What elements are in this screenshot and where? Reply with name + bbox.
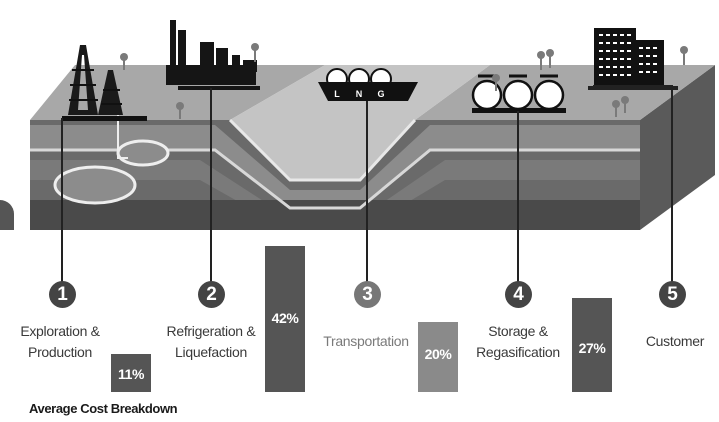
chart-title: Average Cost Breakdown <box>29 401 178 416</box>
step-number-1: 1 <box>49 281 76 308</box>
sea-shore-line <box>228 118 417 182</box>
stage-label-line: Customer <box>645 333 705 349</box>
step-number-3: 3 <box>354 281 381 308</box>
stage-label-exploration-production: Exploration & Production <box>10 321 110 363</box>
tree-icons <box>120 43 688 119</box>
stage-label-line: Refrigeration & <box>166 323 256 339</box>
customer-buildings-icon <box>588 28 678 90</box>
stage-label-line: Transportation <box>323 333 409 349</box>
stage-label-customer: Customer <box>633 331 717 352</box>
cost-bar-transportation: 20% <box>418 322 458 392</box>
step-number-4: 4 <box>505 281 532 308</box>
cost-bar-storage-regasification: 27% <box>572 298 612 392</box>
stage-label-line: Storage & <box>488 323 548 339</box>
stratum-band <box>30 125 640 208</box>
liquefaction-plant-icon <box>166 20 260 90</box>
bar-value-label: 20% <box>424 346 452 362</box>
ship-letter: N <box>356 89 363 99</box>
ship-letter: G <box>377 89 384 99</box>
reservoir-ellipse <box>53 165 137 205</box>
stage-label-line: Exploration & <box>20 323 100 339</box>
stratum-band <box>30 200 640 230</box>
sea-channel <box>230 65 490 180</box>
storage-tanks-icon <box>471 74 566 113</box>
well-pipe <box>117 110 128 159</box>
pointer-lines <box>61 85 673 282</box>
stratum-band <box>30 160 640 228</box>
bar-value-label: 27% <box>578 340 606 356</box>
bar-value-label: 42% <box>271 310 299 326</box>
cost-bar-exploration-production: 11% <box>111 354 151 392</box>
step-number-5: 5 <box>659 281 686 308</box>
step-number-2: 2 <box>198 281 225 308</box>
stage-label-refrigeration-liquefaction: Refrigeration & Liquefaction <box>152 321 270 363</box>
stage-label-line: Liquefaction <box>175 344 247 360</box>
stage-label-line: Regasification <box>476 344 560 360</box>
bar-value-label: 11% <box>117 366 145 382</box>
landscape-illustration: L N G <box>0 20 715 282</box>
stage-label-line: Production <box>28 344 92 360</box>
drilling-rig-icon <box>62 45 147 121</box>
stage-label-storage-regasification: Storage & Regasification <box>462 321 574 363</box>
ship-letter: L <box>334 89 340 99</box>
stage-label-transportation: Transportation <box>310 331 422 352</box>
block-left-edge <box>0 200 14 230</box>
cost-bar-refrigeration-liquefaction: 42% <box>265 246 305 392</box>
stratum-line <box>30 148 640 210</box>
lng-carrier-ship-icon: L N G <box>318 68 418 101</box>
reservoir-ellipse <box>116 139 170 167</box>
